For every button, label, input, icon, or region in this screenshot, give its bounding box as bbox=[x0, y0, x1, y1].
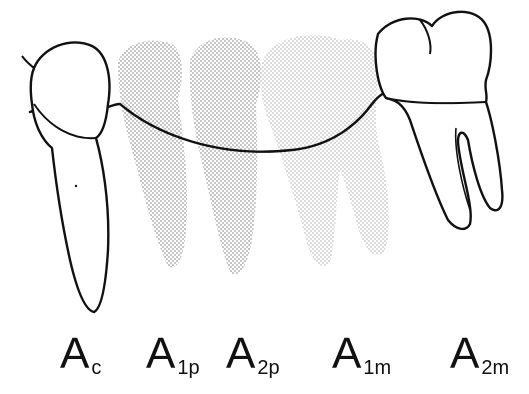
second-molar-abutment bbox=[376, 12, 503, 229]
label-letter: A bbox=[146, 329, 175, 378]
canine-abutment bbox=[22, 42, 109, 312]
label-letter: A bbox=[450, 329, 479, 378]
label-subscript: 2m bbox=[481, 357, 509, 379]
label-subscript: 2p bbox=[257, 357, 279, 379]
label-subscript: c bbox=[91, 357, 101, 379]
label-subscript: 1p bbox=[177, 357, 199, 379]
missing-second-premolar bbox=[190, 37, 262, 274]
label-letter: A bbox=[60, 329, 89, 378]
label-subscript: 1m bbox=[363, 357, 391, 379]
label-letter: A bbox=[226, 329, 255, 378]
label-letter: A bbox=[332, 329, 361, 378]
missing-first-premolar bbox=[118, 41, 187, 268]
